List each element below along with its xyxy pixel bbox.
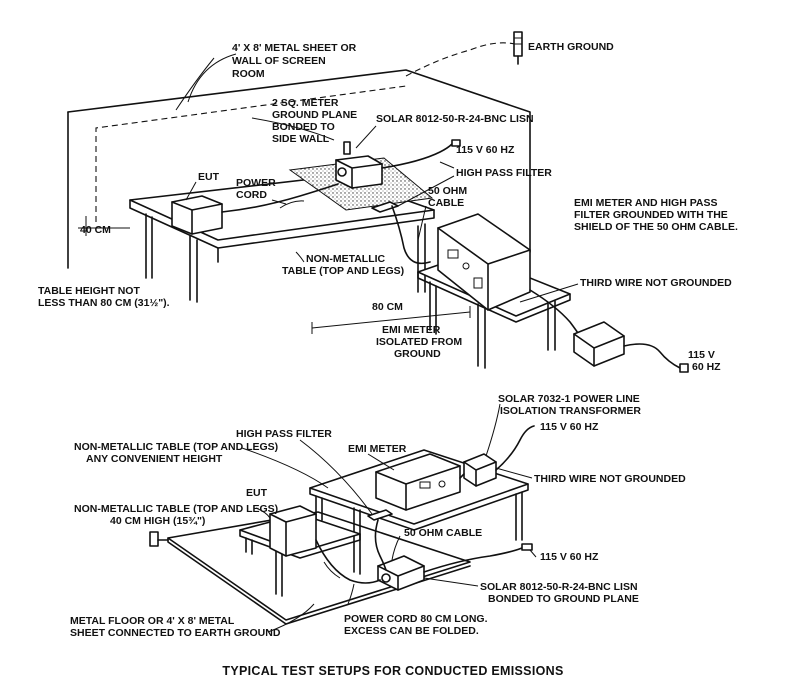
bottom-high-pass-filter [367,509,393,521]
metal-floor [167,511,471,621]
dim-80cm [311,311,471,329]
top-lisn-box [335,141,383,189]
bottom-earth-ground-icon [149,531,169,547]
top-lisn-mains-cord [381,143,453,169]
bottom-table-any-height-label: NON-METALLIC TABLE (TOP AND LEGS)ANY CON… [74,441,278,465]
bottom-mains-label: 115 V 60 Hz [540,551,599,563]
bottom-eut-box [269,505,317,557]
top-80cm-label: 80 cm [372,301,403,313]
bottom-50-ohm-cable-label: 50 OHM CABLE [404,527,482,539]
bottom-table-40cm-label: NON-METALLIC TABLE (TOP AND LEGS)40 cm H… [74,503,278,527]
bottom-transformer-mains [495,425,535,471]
top-isolation-transformer [573,321,625,367]
top-eut-label: EUT [198,171,220,183]
top-40cm-label: 40 cm [80,224,111,236]
bottom-meter-to-transformer [459,473,465,479]
bottom-setup [149,403,537,633]
bottom-isolation-transformer [463,453,497,487]
bottom-eut-label: EUT [246,487,268,499]
bottom-emi-meter [375,453,461,511]
top-mains-cord-right [623,343,681,369]
figure-caption: TYPICAL TEST SETUPS FOR CONDUCTED EMISSI… [222,664,563,678]
earth-ground-icon [513,31,523,65]
top-earth-ground-label: EARTH GROUND [528,41,614,53]
bottom-50-ohm-cable [374,519,387,571]
bottom-power-cord-label: POWER CORD 80 cm LONG.EXCESS CAN BE FOLD… [344,613,488,637]
top-high-pass-filter-label: HIGH PASS FILTER [456,167,552,179]
top-lisn-label: SOLAR 8012-50-R-24-BNC LISN [376,113,534,125]
top-eut-box [171,195,223,235]
top-setup [67,31,689,373]
top-mains-label: 115 V 60 Hz [456,144,515,156]
top-50-ohm-cable [391,205,431,265]
bottom-mains-transformer-label: 115 V 60 Hz [540,421,599,433]
bottom-power-cord [315,539,381,584]
metal-wall [67,69,531,253]
top-power-cord [221,183,339,213]
top-emi-meter [437,213,531,311]
top-third-wire-label: THIRD WIRE NOT GROUNDED [580,277,732,289]
earth-ground-lead [405,42,516,77]
bottom-lisn-mains [423,547,523,573]
bottom-third-wire-label: THIRD WIRE NOT GROUNDED [534,473,686,485]
bottom-high-pass-filter-label: HIGH PASS FILTER [236,428,332,440]
bottom-emi-meter-label: EMI METER [348,443,407,455]
